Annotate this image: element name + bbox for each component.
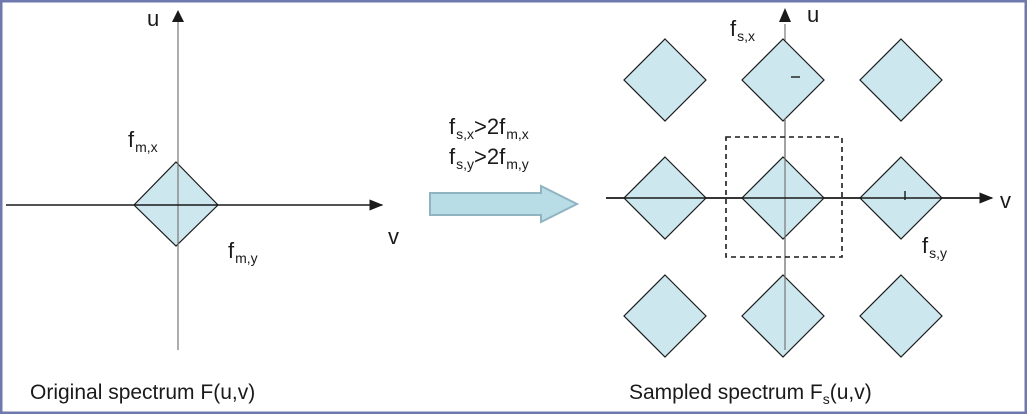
left-u-arrowhead [172, 10, 184, 22]
replica-diamond-2-1 [741, 274, 825, 358]
right-u-arrowhead [779, 8, 791, 22]
replica-grid [623, 38, 943, 358]
fmy-label: fm,y [228, 238, 258, 266]
original-spectrum-plot: u v fm,x fm,y Original spectrum F(u,v) [6, 6, 399, 404]
replica-diamond-0-1 [741, 38, 825, 122]
fsx-label: fs,x [730, 16, 755, 44]
left-u-label: u [147, 6, 159, 31]
sampled-spectrum-caption: Sampled spectrum Fs(u,v) [629, 381, 872, 407]
replica-diamond-0-2 [859, 38, 943, 122]
baseband-box [725, 136, 843, 258]
condition-y: fs,y>2fm,y [449, 144, 529, 172]
transform-arrow [429, 184, 580, 224]
right-u-label: u [807, 2, 819, 27]
original-spectrum-diamond [133, 161, 219, 247]
right-v-label: v [1000, 188, 1011, 213]
replica-diamond-2-2 [859, 274, 943, 358]
original-spectrum-caption: Original spectrum F(u,v) [30, 381, 255, 404]
fsy-label: fs,y [922, 233, 947, 261]
replica-diamond-2-0 [623, 274, 707, 358]
condition-x: fs,x>2fm,x [449, 114, 529, 142]
replica-diamond-0-0 [623, 38, 707, 122]
fmx-label: fm,x [128, 127, 158, 155]
sampled-spectrum-plot: u v fs,x fs,y Sampled spectrum Fs(u,v) [606, 2, 1011, 407]
left-v-label: v [388, 224, 399, 249]
sampling-condition: fs,x>2fm,x fs,y>2fm,y [429, 114, 580, 224]
